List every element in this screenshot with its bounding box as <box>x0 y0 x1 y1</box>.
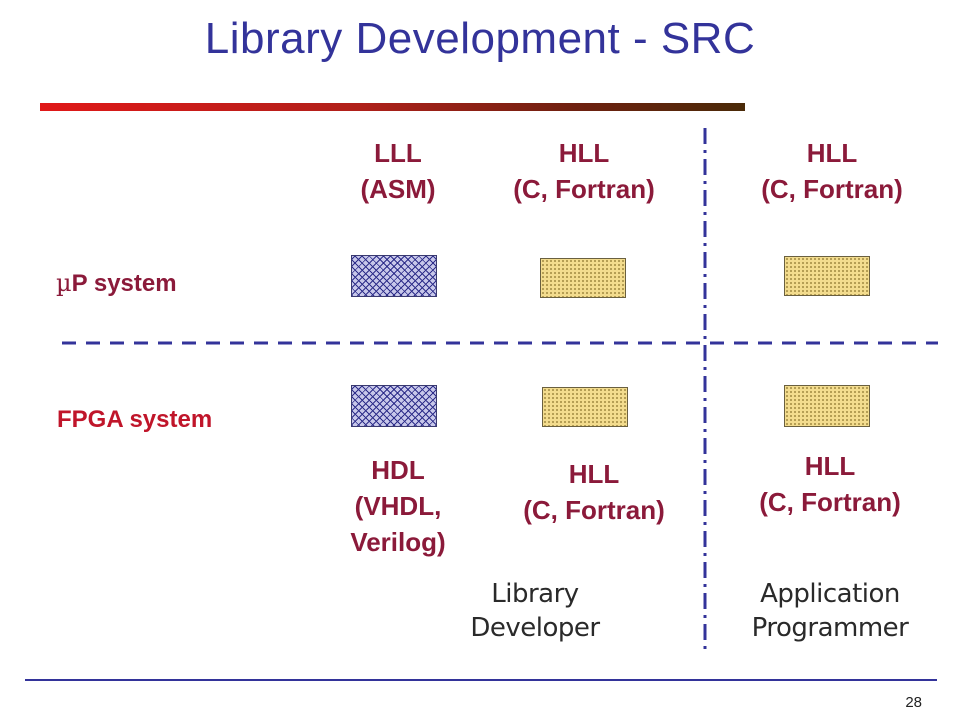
col2-bottom-line1: HLL <box>568 459 620 489</box>
col2-bottom-label: HLL (C, Fortran) <box>494 456 694 528</box>
application-programmer-line1: Application <box>760 579 900 609</box>
library-developer-label: Library Developer <box>440 577 630 645</box>
col1-bottom-line3: Verilog) <box>350 527 446 557</box>
col1-bottom-line2: (VHDL, <box>354 491 442 521</box>
col3-bottom-label: HLL (C, Fortran) <box>730 448 930 520</box>
col3-bottom-line1: HLL <box>804 451 856 481</box>
col2-top-label: HLL (C, Fortran) <box>484 135 684 207</box>
title-underline <box>40 103 745 111</box>
page-title: Library Development - SRC <box>204 14 756 63</box>
mu-symbol: µ <box>56 269 72 297</box>
library-developer-line2: Developer <box>470 613 600 643</box>
col2-top-line2: (C, Fortran) <box>513 174 655 204</box>
hll-block-app-fpga <box>784 385 870 427</box>
hll-block-lib-up <box>540 258 626 298</box>
hdl-block <box>351 385 437 427</box>
col3-bottom-line2: (C, Fortran) <box>759 487 901 517</box>
footer-rule <box>25 679 937 681</box>
col1-top-line1: LLL <box>374 138 422 168</box>
fpga-system-label: FPGA system <box>57 406 213 433</box>
col2-bottom-line2: (C, Fortran) <box>523 495 665 525</box>
hll-block-lib-fpga <box>542 387 628 427</box>
hll-block-app-up <box>784 256 870 296</box>
up-system-label: µP system <box>56 268 177 299</box>
col1-bottom-line1: HDL <box>371 455 425 485</box>
col1-top-line2: (ASM) <box>360 174 436 204</box>
col2-top-line1: HLL <box>558 138 610 168</box>
col3-top-line1: HLL <box>806 138 858 168</box>
col1-top-label: LLL (ASM) <box>338 135 458 207</box>
col3-top-line2: (C, Fortran) <box>761 174 903 204</box>
col3-top-label: HLL (C, Fortran) <box>732 135 932 207</box>
application-programmer-line2: Programmer <box>751 613 909 643</box>
application-programmer-label: Application Programmer <box>720 577 940 645</box>
library-developer-line1: Library <box>491 579 579 609</box>
page-number: 28 <box>905 694 922 711</box>
asm-block <box>351 255 437 297</box>
up-system-text: P system <box>71 270 177 297</box>
col1-bottom-label: HDL (VHDL, Verilog) <box>330 452 466 560</box>
